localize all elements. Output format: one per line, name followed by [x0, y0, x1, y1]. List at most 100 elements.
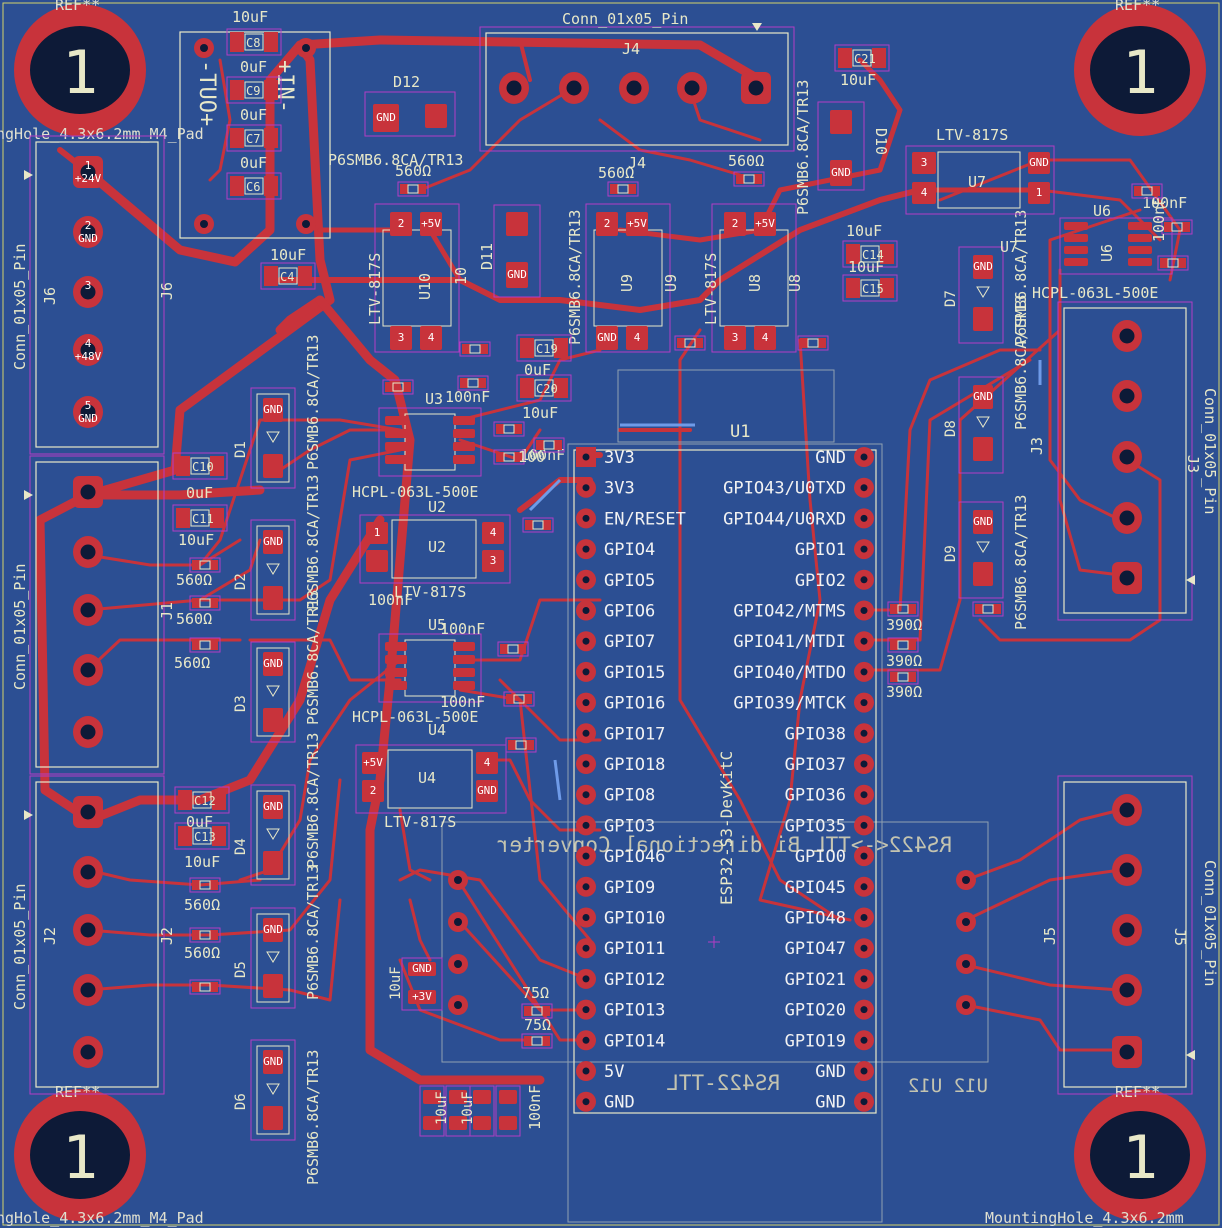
- converter-ref: U12 U12: [908, 1075, 988, 1097]
- resistor: [733, 171, 765, 187]
- svg-text:3: 3: [732, 331, 739, 344]
- smd-pad: [449, 1090, 467, 1104]
- svg-text:10uF: 10uF: [434, 1091, 450, 1125]
- svg-text:U2: U2: [428, 498, 446, 516]
- connector-pad: [73, 476, 103, 508]
- resistor: [457, 375, 489, 391]
- svg-text:GND: GND: [263, 800, 283, 813]
- connector-pad: [1112, 974, 1142, 1006]
- smd-pad: 2: [362, 780, 384, 802]
- smd-pad: GND: [506, 262, 528, 288]
- svg-text:0uF: 0uF: [240, 106, 267, 124]
- u1-right-pin-label: GPIO35: [785, 816, 846, 836]
- svg-text:390Ω: 390Ω: [886, 652, 922, 670]
- smd-pad: [1064, 258, 1088, 266]
- mounting-hole-bottom-left: 1: [14, 1089, 146, 1221]
- u1-left-pin: GPIO12: [576, 968, 665, 990]
- u1-left-pin-label: GPIO11: [604, 939, 665, 959]
- svg-text:2: 2: [85, 219, 92, 232]
- svg-text:LTV-817S: LTV-817S: [394, 583, 466, 601]
- svg-text:4: 4: [484, 756, 491, 769]
- u1-left-pin: GPIO8: [576, 784, 655, 806]
- smd-pad: [423, 1090, 441, 1104]
- connector-pad: [73, 716, 103, 748]
- smd-pad: [453, 681, 475, 690]
- svg-text:4: 4: [85, 337, 92, 350]
- svg-text:4: 4: [428, 331, 435, 344]
- smd-pad: [453, 642, 475, 651]
- u1-right-pin: GPIO19: [785, 1030, 874, 1051]
- smd-pad: GND: [973, 385, 993, 409]
- resistor: [521, 1033, 553, 1049]
- smd-pad: [385, 442, 407, 451]
- u1-left-pin: GND: [576, 1091, 635, 1113]
- smd-pad: 4: [476, 752, 498, 774]
- svg-text:4: 4: [762, 331, 769, 344]
- connector-pad: [73, 1036, 103, 1068]
- u1-left-pin-label: 3V3: [604, 479, 635, 499]
- svg-text:10uF: 10uF: [460, 1091, 476, 1125]
- capacitor: C14: [842, 240, 898, 268]
- u1-left-pin-label: GPIO46: [604, 847, 665, 867]
- u1-left-pin: GPIO7: [576, 631, 655, 652]
- connector-pad: [1112, 320, 1142, 352]
- smd-pad: GND: [263, 652, 283, 676]
- smd-pad: 3: [390, 326, 412, 350]
- svg-text:560Ω: 560Ω: [174, 654, 210, 672]
- smd-pad: GND: [263, 530, 283, 554]
- connector-pad: [1112, 1036, 1142, 1068]
- u1-right-pin-label: GND: [815, 448, 846, 468]
- connector-pad: [677, 72, 707, 104]
- resistor: [189, 979, 221, 995]
- svg-text:10uF: 10uF: [184, 853, 220, 871]
- ref-bottom-right: REF**: [1115, 1083, 1160, 1101]
- smd-pad: 2: [596, 212, 618, 236]
- connector-j1: Conn_01x05_Pin J1: [11, 455, 176, 775]
- converter-left-pins: [448, 870, 468, 1015]
- u1-right-pin-label: GPIO39/MTCK: [733, 694, 846, 714]
- resistor: [533, 437, 565, 453]
- svg-text:P6SMB6.8CA/TR13: P6SMB6.8CA/TR13: [794, 80, 812, 215]
- svg-text:U3: U3: [425, 390, 443, 408]
- svg-text:75Ω: 75Ω: [522, 984, 549, 1002]
- u1-right-pin-label: GPIO38: [785, 724, 846, 744]
- svg-text:+5V: +5V: [755, 217, 775, 230]
- svg-text:GND: GND: [507, 268, 527, 281]
- u1-left-pin: GPIO6: [576, 600, 655, 622]
- smd-pad: 4: [754, 326, 776, 350]
- svg-text:LTV-817S: LTV-817S: [702, 253, 720, 325]
- svg-text:3: 3: [398, 331, 405, 344]
- svg-text:+24V: +24V: [75, 172, 102, 185]
- u1-left-pin: GPIO5: [576, 569, 655, 591]
- connector-pad: [1112, 794, 1142, 826]
- svg-text:1: 1: [85, 159, 92, 172]
- connector-pad: [73, 796, 103, 828]
- resistor: [521, 1003, 553, 1019]
- smd-pad: GND: [263, 918, 283, 942]
- svg-text:10uF: 10uF: [848, 258, 884, 276]
- resistor: [382, 379, 414, 395]
- resistor: [1157, 255, 1189, 271]
- svg-text:D10: D10: [872, 128, 890, 155]
- resistor: [459, 341, 491, 357]
- svg-text:HCPL-063L-500E: HCPL-063L-500E: [352, 708, 478, 726]
- u1-right-pin-label: GPIO47: [785, 939, 846, 959]
- capacitor: C6: [226, 172, 282, 200]
- smd-pad: [385, 642, 407, 651]
- svg-text:J5: J5: [1041, 927, 1059, 945]
- smd-pad: 4: [420, 326, 442, 350]
- svg-text:LTV-817S: LTV-817S: [936, 126, 1008, 144]
- resistor: [189, 927, 221, 943]
- svg-text:P6SMB6.8CA/TR13: P6SMB6.8CA/TR13: [304, 865, 322, 1000]
- svg-text:Conn_01x05_Pin: Conn_01x05_Pin: [562, 10, 688, 28]
- svg-text:D3: D3: [233, 695, 249, 712]
- u1-right-pin: GPIO1: [795, 539, 874, 560]
- svg-text:2: 2: [370, 784, 377, 797]
- smd-pad: [973, 562, 993, 586]
- svg-text:4: 4: [634, 331, 641, 344]
- connector-j4: Conn_01x05_Pin J4 J4: [479, 10, 795, 172]
- svg-text:J5: J5: [1171, 928, 1189, 946]
- svg-text:3: 3: [490, 554, 497, 567]
- converter-label: RS422-TTL: [666, 1071, 780, 1095]
- mh-value-bottom-left: ngHole_4.3x6.2mm_M4_Pad: [0, 1209, 204, 1227]
